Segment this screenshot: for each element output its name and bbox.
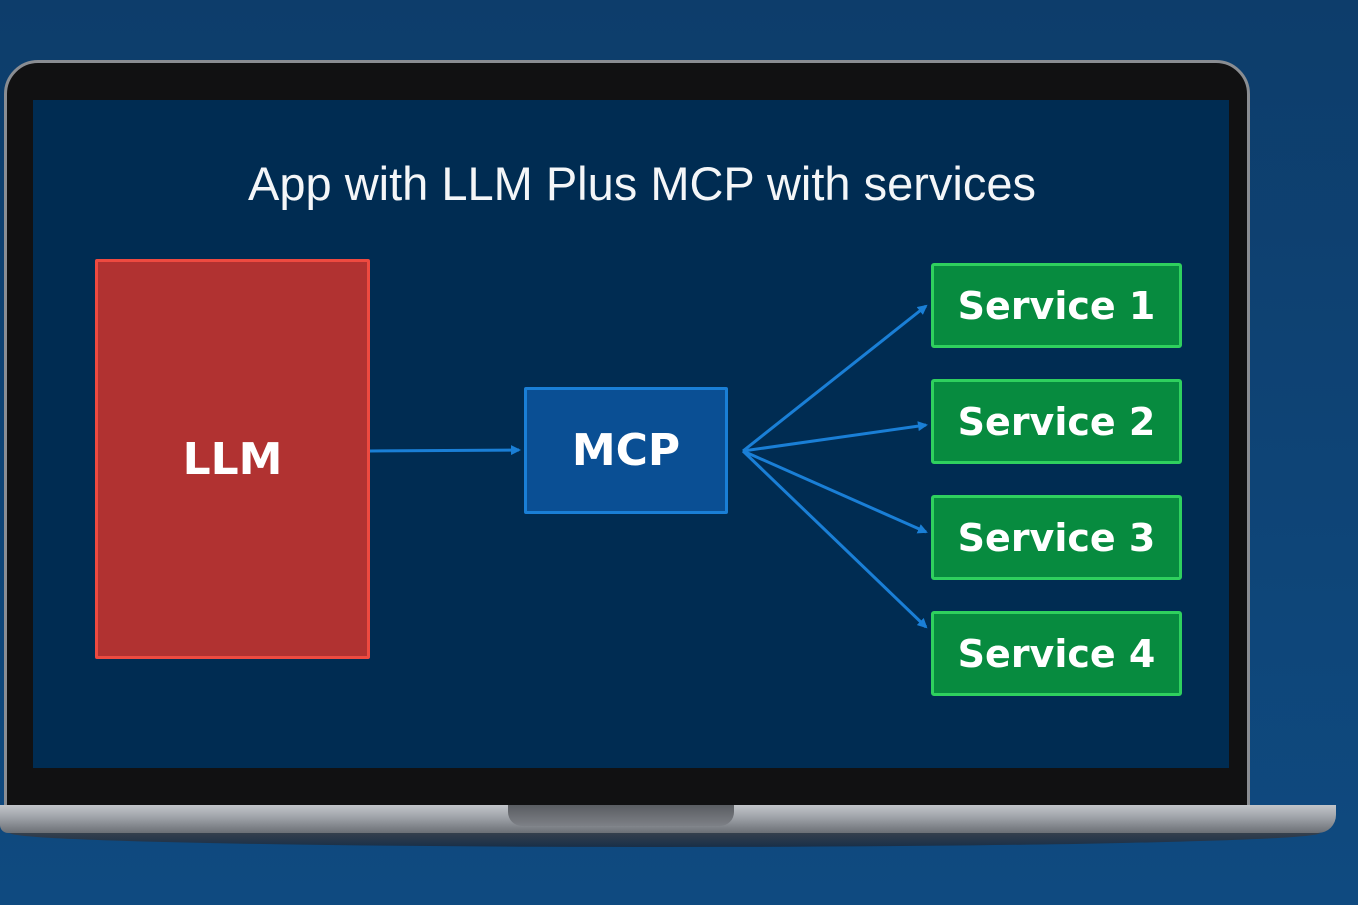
laptop-screen: App with LLM Plus MCP with services LLM … [33,100,1229,768]
service-label-4: Service 4 [957,631,1156,676]
mcp-label: MCP [571,425,681,476]
laptop-notch [508,805,734,826]
laptop-bezel: App with LLM Plus MCP with services LLM … [4,60,1250,812]
service-box-1: Service 1 [931,263,1182,348]
service-label-2: Service 2 [957,399,1156,444]
llm-label: LLM [182,433,283,485]
service-box-3: Service 3 [931,495,1182,580]
arrow-llm-to-mcp [369,445,521,456]
service-label-1: Service 1 [957,283,1156,328]
mcp-box: MCP [524,387,728,514]
llm-box: LLM [95,259,370,659]
service-box-2: Service 2 [931,379,1182,464]
diagram-title: App with LLM Plus MCP with services [248,157,1036,210]
laptop-base-shadow [10,833,1320,847]
arrow-mcp-to-service-1 [742,304,928,453]
arrow-mcp-to-service-3 [742,449,928,534]
service-label-3: Service 3 [957,515,1156,560]
arrow-mcp-to-service-2 [742,421,928,453]
arrow-mcp-to-service-4 [741,449,928,629]
service-box-4: Service 4 [931,611,1182,696]
